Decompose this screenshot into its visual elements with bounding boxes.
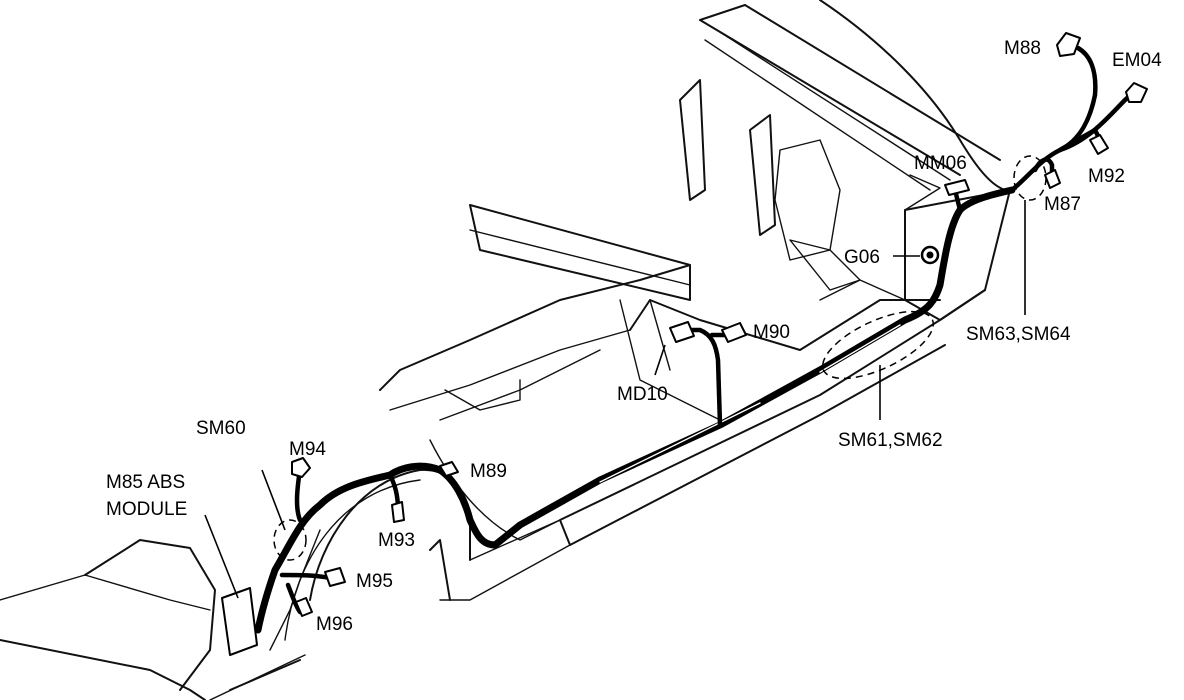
connector-m89 bbox=[439, 461, 459, 477]
connector-m90 bbox=[721, 322, 747, 343]
connector-md10 bbox=[669, 321, 695, 343]
connector-m94 bbox=[291, 457, 311, 478]
label-m94: M94 bbox=[289, 439, 326, 460]
splice-ring-sm63-sm64 bbox=[1013, 155, 1047, 201]
label-m96: M96 bbox=[316, 614, 353, 635]
label-m93: M93 bbox=[378, 530, 415, 551]
label-m85-line1: M85 ABS bbox=[106, 472, 185, 493]
connector-mm06 bbox=[944, 179, 970, 196]
label-mm06: MM06 bbox=[914, 153, 967, 174]
label-m92: M92 bbox=[1088, 166, 1125, 187]
connector-m88 bbox=[1056, 32, 1081, 57]
label-md10: MD10 bbox=[617, 384, 668, 405]
connector-m95 bbox=[324, 567, 346, 587]
label-m87: M87 bbox=[1044, 194, 1081, 215]
ground-point-g06 bbox=[920, 245, 940, 265]
label-g06: G06 bbox=[844, 247, 880, 268]
label-m85-line2: MODULE bbox=[106, 499, 187, 520]
connector-m92 bbox=[1089, 134, 1109, 155]
label-em04: EM04 bbox=[1112, 50, 1162, 71]
label-m88: M88 bbox=[1004, 38, 1041, 59]
connector-m96 bbox=[295, 597, 313, 617]
connector-m87 bbox=[1044, 169, 1061, 189]
connector-em04 bbox=[1125, 82, 1148, 103]
splice-markers bbox=[273, 155, 1047, 561]
splice-ring-sm60 bbox=[273, 519, 307, 561]
label-m95: M95 bbox=[356, 571, 393, 592]
label-sm60: SM60 bbox=[196, 418, 246, 439]
labels: M88 EM04 MM06 M92 M87 G06 SM63,SM64 M90 … bbox=[106, 38, 1162, 635]
label-m90: M90 bbox=[753, 322, 790, 343]
connector-m93 bbox=[391, 501, 405, 523]
splice-ring-sm61-sm62 bbox=[821, 310, 935, 380]
wiring-harness bbox=[254, 45, 1143, 634]
leader-lines bbox=[204, 200, 1026, 599]
label-sm63-sm64: SM63,SM64 bbox=[966, 324, 1071, 345]
label-m89: M89 bbox=[470, 461, 507, 482]
connectors bbox=[221, 32, 1148, 656]
connector-m85-abs-module bbox=[221, 587, 258, 656]
label-sm61-sm62: SM61,SM62 bbox=[838, 430, 943, 451]
